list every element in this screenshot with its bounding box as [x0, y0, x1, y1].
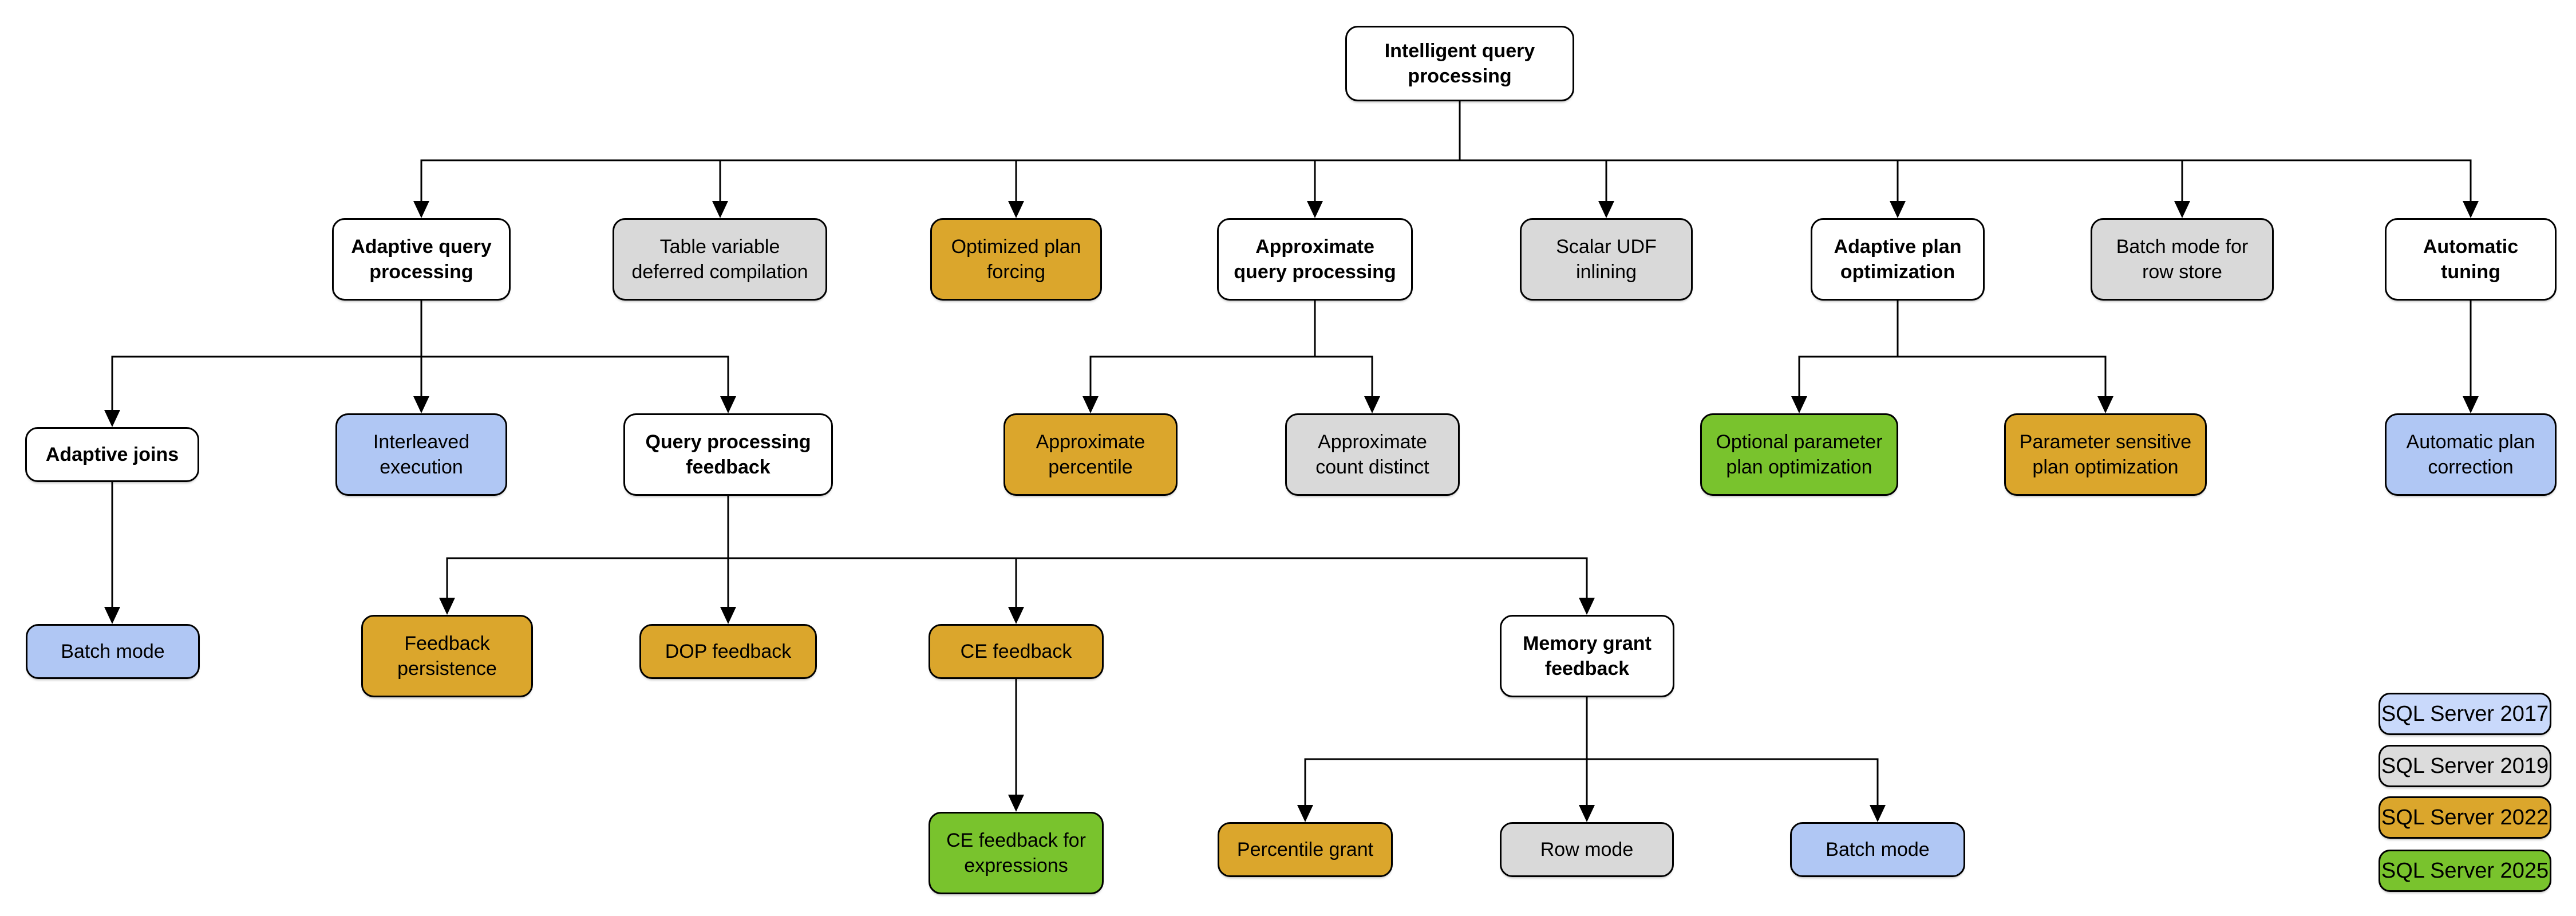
- node-adaptive-joins: Adaptive joins: [25, 427, 199, 482]
- legend-sql-server-2019: SQL Server 2019: [2379, 745, 2551, 787]
- node-batch-mode-memory-grant: Batch mode: [1790, 822, 1965, 877]
- node-automatic-plan-correction: Automatic plan correction: [2385, 413, 2557, 496]
- node-scalar-udf-inlining: Scalar UDF inlining: [1520, 218, 1693, 301]
- node-row-mode: Row mode: [1500, 822, 1674, 877]
- node-batch-mode-adaptive-joins: Batch mode: [26, 624, 200, 679]
- node-adaptive-plan-optimization: Adaptive plan optimization: [1811, 218, 1985, 301]
- legend-sql-server-2022: SQL Server 2022: [2379, 796, 2551, 839]
- node-optional-parameter-plan-optimization: Optional parameter plan optimization: [1700, 413, 1898, 496]
- node-ce-feedback-for-expressions: CE feedback for expressions: [929, 812, 1104, 894]
- node-memory-grant-feedback: Memory grant feedback: [1500, 615, 1674, 697]
- node-batch-mode-for-row-store: Batch mode for row store: [2091, 218, 2274, 301]
- node-adaptive-query-processing: Adaptive query processing: [332, 218, 511, 301]
- node-table-variable-deferred-compilation: Table variable deferred compilation: [613, 218, 827, 301]
- node-parameter-sensitive-plan-optimization: Parameter sensitive plan optimization: [2004, 413, 2207, 496]
- node-ce-feedback: CE feedback: [929, 624, 1104, 679]
- node-feedback-persistence: Feedback persistence: [361, 615, 533, 697]
- node-approximate-percentile: Approximate percentile: [1003, 413, 1178, 496]
- node-interleaved-execution: Interleaved execution: [335, 413, 507, 496]
- node-query-processing-feedback: Query processing feedback: [623, 413, 833, 496]
- node-automatic-tuning: Automatic tuning: [2385, 218, 2557, 301]
- node-approximate-count-distinct: Approximate count distinct: [1285, 413, 1460, 496]
- node-optimized-plan-forcing: Optimized plan forcing: [930, 218, 1102, 301]
- node-intelligent-query-processing: Intelligent query processing: [1345, 26, 1574, 101]
- node-percentile-grant: Percentile grant: [1218, 822, 1393, 877]
- node-dop-feedback: DOP feedback: [639, 624, 817, 679]
- node-approximate-query-processing: Approximate query processing: [1217, 218, 1413, 301]
- legend-sql-server-2025: SQL Server 2025: [2379, 850, 2551, 892]
- legend-sql-server-2017: SQL Server 2017: [2379, 693, 2551, 735]
